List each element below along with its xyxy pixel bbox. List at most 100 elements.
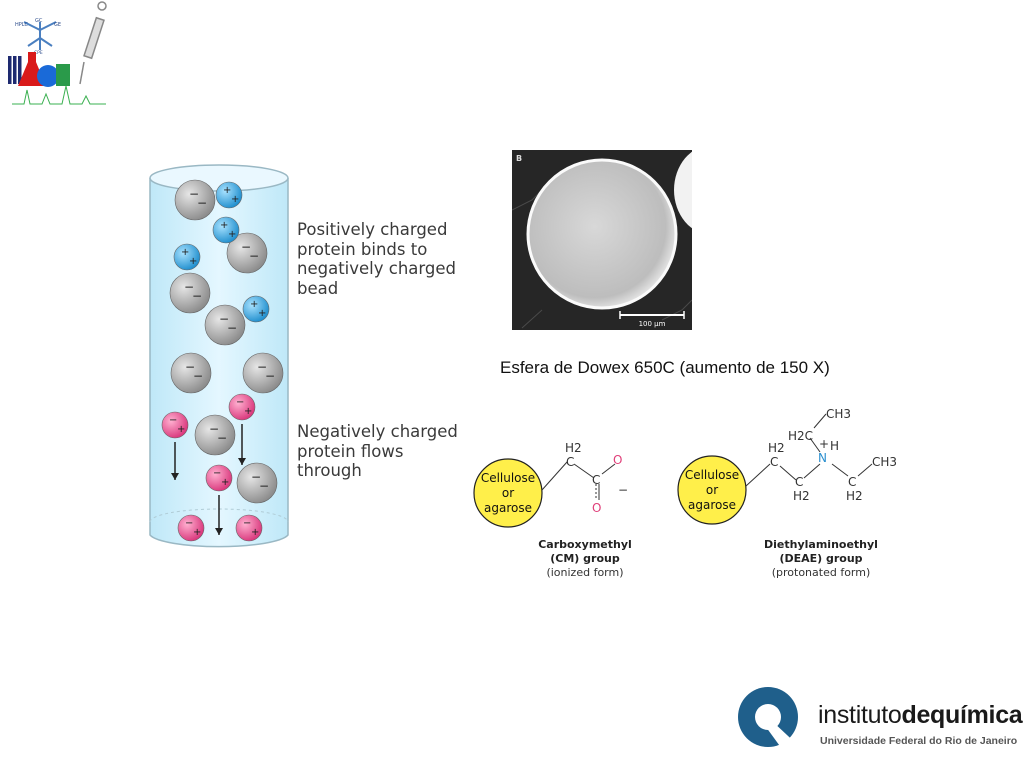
bead-charge: − [249,249,259,263]
negative-protein [228,393,256,421]
bead [174,179,216,221]
negative-protein-label: Negatively charged protein flows through [297,422,458,480]
negative-protein [235,514,263,542]
bead [204,304,246,346]
bead-charge: − [251,470,261,484]
deae-bond-3 [803,463,821,479]
cm-c1: C [566,455,574,469]
deae-name: Diethylaminoethyl [764,538,878,551]
positive-protein [242,295,270,323]
cm-h2: H2 [565,441,582,455]
bead-charge: − [259,479,269,493]
deae-c3: C [848,475,856,489]
cm-form: (ionized form) [546,566,623,579]
sem-sphere [528,160,676,308]
positive-protein-charge: + [258,308,266,319]
cm-o1: O [613,453,622,467]
deae-c1: C [770,455,778,469]
sem-neighbor-sphere [674,151,692,229]
bead-charge: − [197,196,207,210]
deae-ch3-top: CH3 [826,407,851,421]
bead-charge: − [185,360,195,374]
bead [169,272,211,314]
positive-protein [173,243,201,271]
bead-charge: − [219,312,229,326]
deae-bond-1 [745,463,771,487]
bead [242,352,284,394]
positive-protein-charge: + [250,299,258,310]
cm-charge: − [618,483,628,497]
bead-charge: − [189,187,199,201]
deae-h2b: H2 [793,489,810,503]
bead [236,462,278,504]
sem-scale-label: 100 μm [639,320,666,328]
positive-protein [215,181,243,209]
cm-o2: O [592,501,601,515]
institute-name-bold: dequímica [901,701,1023,729]
bead-charge: − [184,280,194,294]
bead-charge: − [265,369,275,383]
sem-panel-letter: B [516,154,522,163]
deae-h2d: H2 [846,489,863,503]
bead-charge: − [193,369,203,383]
bead [226,232,268,274]
bead-charge: − [192,289,202,303]
positive-protein-charge: + [231,194,239,205]
cm-bond-1 [541,461,568,491]
deae-n: N [818,451,827,465]
bead [170,352,212,394]
deae-bond-5 [813,413,827,429]
negative-protein-charge: + [251,527,259,538]
negative-protein-charge: + [177,424,185,435]
bead-charge: − [217,431,227,445]
sem-micrograph: B 100 μm [512,150,692,330]
ion-exchange-column: −−−−−−−−−−−−−−−−++++++++−+−+−+−+−+ [149,164,289,548]
logo-flask-blue [37,65,59,87]
deae-h2c: H2C [788,429,813,443]
logo-label-gc: GC [35,18,43,24]
logo-tree-lines [23,21,57,50]
logo-tubes [8,56,22,84]
negative-protein-charge: − [236,397,244,408]
cm-c2: C [592,473,600,487]
logo-chromatogram [12,85,106,105]
logo-label-ge: GE [54,22,61,28]
negative-protein-charge: − [185,518,193,529]
bead [194,414,236,456]
column-particles: −−−−−−−−−−−−−−−−++++++++−+−+−+−+−+ [161,179,284,542]
negative-protein-charge: + [193,527,201,538]
cm-bond-o1 [601,463,616,475]
logo-label-hplc: HPLC [15,22,29,28]
flow-arrowhead [171,473,179,480]
bead-charge: − [241,240,251,254]
institute-name: institutodequímica [818,701,1023,730]
positive-protein-charge: + [189,256,197,267]
positive-protein-charge: + [228,229,236,240]
bead-charge: − [257,360,267,374]
cm-name-abbrev: (CM) group [550,552,620,565]
exchanger-groups-diagram: .sub{font-size:12px;fill:#333}.lbl{font-… [473,407,897,579]
positive-protein-charge: + [223,185,231,196]
logo-syringe-head [97,1,107,11]
sem-caption: Esfera de Dowex 650C (aumento de 150 X) [500,358,830,377]
negative-protein-charge: − [243,518,251,529]
cm-name: Carboxymethyl [538,538,632,551]
deae-h: H [830,439,839,453]
deae-form: (protonated form) [772,566,871,579]
negative-protein [161,411,189,439]
cm-support-circle [473,458,543,528]
institute-name-light: instituto [818,701,902,729]
positive-protein-charge: + [220,220,228,231]
deae-bond-4 [809,437,821,453]
flow-arrowhead [215,528,223,535]
negative-protein [205,464,233,492]
positive-protein [212,216,240,244]
logo-syringe [79,1,105,85]
deae-h2a: H2 [768,441,785,455]
deae-support-circle [677,455,747,525]
negative-protein [177,514,205,542]
